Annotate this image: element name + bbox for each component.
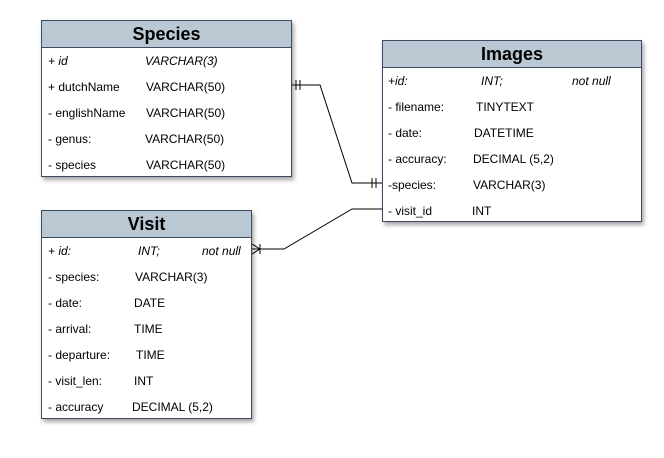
field-type: VARCHAR(3) [473,178,546,192]
visit-row-species[interactable]: - species: VARCHAR(3) [42,264,251,290]
field-name: - accuracy: [388,152,447,166]
images-row-date[interactable]: - date: DATETIME [383,120,641,146]
field-name: +id: [388,74,408,88]
field-name: - visit_id [388,204,433,218]
visit-crowfoot-upper [251,243,261,250]
visit-row-date[interactable]: - date: DATE [42,290,251,316]
field-type: VARCHAR(3) [135,270,208,284]
images-row-species[interactable]: -species: VARCHAR(3) [383,172,641,198]
species-entity[interactable]: Species + id VARCHAR(3) + dutchName VARC… [41,20,292,177]
images-entity[interactable]: Images +id: INT; not null - filename: TI… [382,40,642,222]
field-type: TINYTEXT [476,100,535,114]
field-type: VARCHAR(50) [146,80,226,94]
field-name: - species [48,158,97,172]
species-entity-title: Species [42,21,291,48]
visit-row-accuracy[interactable]: - accuracy DECIMAL (5,2) [42,394,251,420]
field-type: DATETIME [474,126,534,140]
images-entity-title: Images [383,41,641,68]
field-type: VARCHAR(50) [145,132,225,146]
images-row-accuracy[interactable]: - accuracy: DECIMAL (5,2) [383,146,641,172]
field-name: - englishName [48,106,126,120]
species-row-genus[interactable]: - genus: VARCHAR(50) [42,126,291,152]
field-name: - arrival: [48,322,92,336]
species-row-id[interactable]: + id VARCHAR(3) [42,48,291,74]
field-name: + id [48,54,68,68]
field-name: - species: [48,270,100,284]
field-type: TIME [134,322,163,336]
field-name: + id: [48,244,72,258]
images-row-filename[interactable]: - filename: TINYTEXT [383,94,641,120]
field-type: DECIMAL (5,2) [473,152,554,166]
visit-row-visit-len[interactable]: - visit_len: INT [42,368,251,394]
visit-crowfoot-lower [251,248,261,255]
field-type: INT; [138,244,160,258]
field-constraint: not null [202,244,241,258]
species-row-englishname[interactable]: - englishName VARCHAR(50) [42,100,291,126]
species-row-dutchname[interactable]: + dutchName VARCHAR(50) [42,74,291,100]
field-type: VARCHAR(3) [145,54,218,68]
species-row-species[interactable]: - species VARCHAR(50) [42,152,291,178]
images-visit-connector [252,208,382,250]
field-type: TIME [136,348,165,362]
field-name: - filename: [388,100,445,114]
field-constraint: not null [572,74,611,88]
field-type: DATE [134,296,166,310]
field-type: INT [472,204,492,218]
images-row-visit-id[interactable]: - visit_id INT [383,198,641,224]
visit-row-id[interactable]: + id: INT; not null [42,238,251,264]
visit-entity[interactable]: Visit + id: INT; not null - species: VAR… [41,210,252,419]
field-type: DECIMAL (5,2) [132,400,213,414]
field-type: VARCHAR(50) [146,158,226,172]
visit-row-departure[interactable]: - departure: TIME [42,342,251,368]
field-name: - genus: [48,132,92,146]
field-type: INT [134,374,154,388]
images-row-id[interactable]: +id: INT; not null [383,68,641,94]
species-images-connector [292,84,382,184]
field-name: - departure: [48,348,111,362]
field-name: -species: [388,178,437,192]
field-name: - date: [388,126,423,140]
visit-entity-title: Visit [42,211,251,238]
field-name: - accuracy [48,400,104,414]
field-name: - date: [48,296,83,310]
field-name: + dutchName [48,80,120,94]
visit-row-arrival[interactable]: - arrival: TIME [42,316,251,342]
field-name: - visit_len: [48,374,103,388]
field-type: VARCHAR(50) [146,106,226,120]
field-type: INT; [481,74,503,88]
